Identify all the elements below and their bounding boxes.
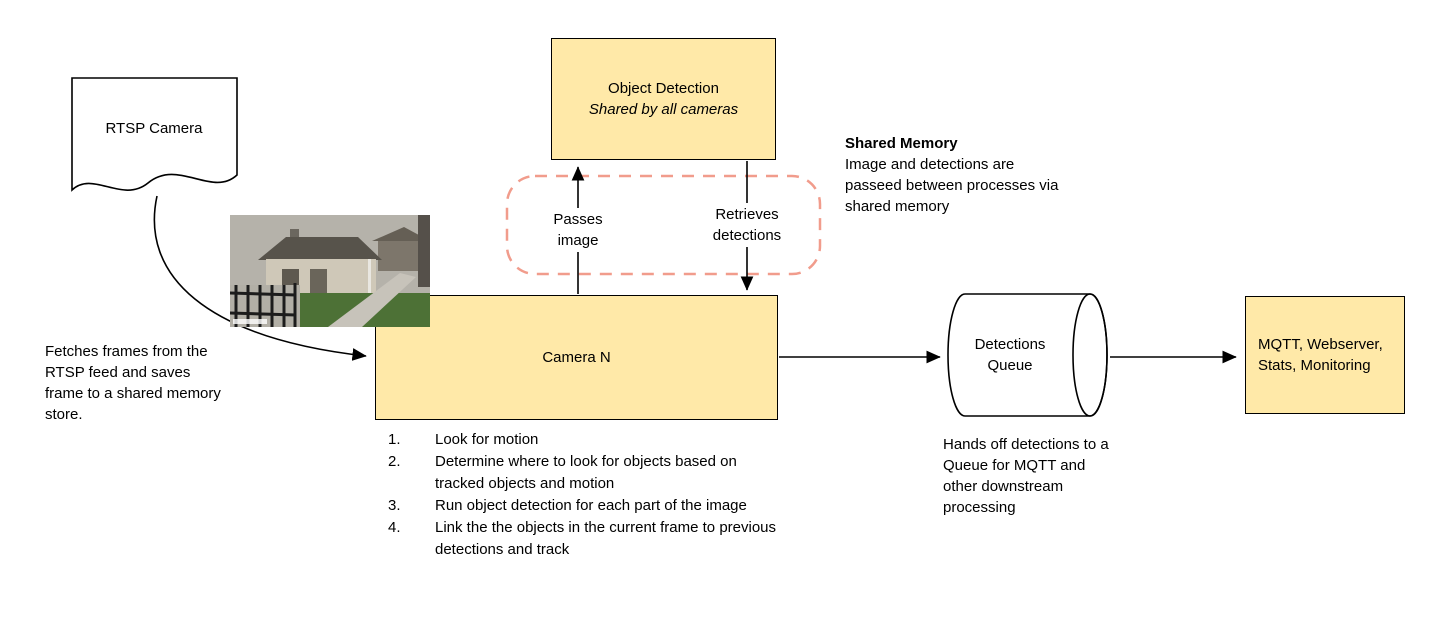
photo-fence bbox=[230, 283, 297, 327]
step-number: 1. bbox=[388, 431, 401, 448]
fetch-frames-arrow bbox=[153, 195, 367, 361]
fetch-frames-note: Fetches frames from the RTSP feed and sa… bbox=[45, 343, 221, 423]
photo-sidewalk bbox=[328, 273, 416, 327]
step-number: 2. bbox=[388, 453, 401, 470]
photo-roof bbox=[258, 237, 382, 260]
camera-n-label: Camera N bbox=[542, 349, 611, 366]
photo-porch-post bbox=[418, 215, 430, 287]
outputs-label: MQTT, Webserver, Stats, Monitoring bbox=[1258, 336, 1383, 374]
detections-queue-lid bbox=[1072, 293, 1108, 417]
camera-step: 4. Link the the objects in the current f… bbox=[380, 517, 784, 561]
shared-memory-dashed-region bbox=[505, 174, 822, 276]
object-detection-subtitle: Shared by all cameras bbox=[588, 101, 739, 118]
camera-steps-list: 1. Look for motion 2. Determine where to… bbox=[380, 429, 784, 561]
object-detection-box: Object Detection Shared by all cameras bbox=[551, 38, 776, 160]
step-number: 4. bbox=[388, 519, 401, 536]
step-text: Look for motion bbox=[435, 431, 539, 448]
object-detection-title: Object Detection bbox=[608, 80, 719, 97]
photo-background-roof bbox=[372, 227, 430, 241]
camera-n-box: Camera N bbox=[375, 295, 778, 420]
shared-memory-body: Image and detections are passeed between… bbox=[845, 156, 1059, 215]
photo-timestamp-overlay bbox=[233, 319, 267, 324]
camera-step: 1. Look for motion bbox=[380, 429, 784, 451]
rtsp-camera-label: RTSP Camera bbox=[105, 120, 203, 137]
step-number: 3. bbox=[388, 497, 401, 514]
photo-door-2 bbox=[310, 269, 327, 296]
detections-queue-label: Detections Queue bbox=[974, 336, 1046, 374]
step-text: Link the the objects in the current fram… bbox=[435, 519, 777, 558]
camera-frame-image bbox=[230, 215, 430, 327]
step-text: Determine where to look for objects base… bbox=[435, 453, 737, 492]
shared-memory-note: Shared Memory Image and detections are p… bbox=[845, 133, 1060, 217]
outputs-box: MQTT, Webserver, Stats, Monitoring bbox=[1245, 296, 1405, 414]
rtsp-document-shape bbox=[71, 77, 238, 192]
passes-image-label: Passes image bbox=[538, 208, 618, 252]
camera-step: 3. Run object detection for each part of… bbox=[380, 495, 784, 517]
queue-note: Hands off detections to a Queue for MQTT… bbox=[943, 436, 1109, 516]
shared-memory-title: Shared Memory bbox=[845, 135, 958, 152]
camera-step: 2. Determine where to look for objects b… bbox=[380, 451, 784, 495]
step-text: Run object detection for each part of th… bbox=[435, 497, 747, 514]
photo-downspout bbox=[368, 259, 371, 296]
retrieves-detections-label: Retrieves detections bbox=[702, 203, 792, 247]
